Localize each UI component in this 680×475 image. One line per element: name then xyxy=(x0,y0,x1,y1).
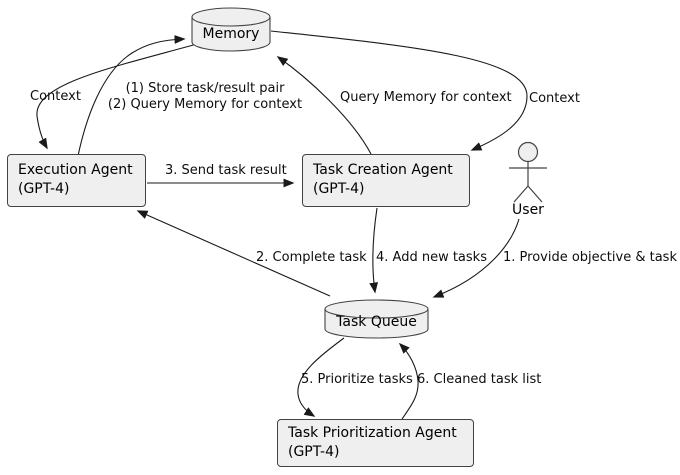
edge-query-memory-line xyxy=(276,56,372,155)
edge-label-query-memory: Query Memory for context xyxy=(340,90,512,105)
edge-label-store-and-query: (1) Store task/result pair (2) Query Mem… xyxy=(105,81,305,112)
execution-agent-node: Execution Agent (GPT-4) xyxy=(7,154,146,207)
task-creation-agent-node: Task Creation Agent (GPT-4) xyxy=(302,154,470,207)
edge-context-right-line xyxy=(270,30,528,151)
edge-label-add-new-tasks: 4. Add new tasks xyxy=(376,250,487,265)
memory-cylinder xyxy=(191,7,271,52)
edge-label-context-left: Context xyxy=(30,89,81,104)
task-queue-cylinder xyxy=(324,299,429,339)
edge-label-context-right: Context xyxy=(529,91,580,106)
task-queue-label: Task Queue xyxy=(336,314,417,330)
task-creation-agent-name: Task Creation Agent xyxy=(313,162,453,178)
edge-label-store-line2: (2) Query Memory for context xyxy=(107,96,303,112)
edge-label-prioritize-tasks: 5. Prioritize tasks xyxy=(301,372,413,387)
task-prioritization-agent-node: Task Prioritization Agent (GPT-4) xyxy=(277,419,474,467)
execution-agent-model: (GPT-4) xyxy=(18,180,70,197)
execution-agent-name: Execution Agent xyxy=(18,162,133,178)
edge-store-and-query-line xyxy=(77,35,186,157)
edge-label-provide-objective: 1. Provide objective & task xyxy=(503,250,677,265)
edge-add-new-tasks-line xyxy=(369,207,379,294)
edge-label-cleaned-task-list: 6. Cleaned task list xyxy=(417,372,542,387)
edge-context-left-line xyxy=(36,43,198,150)
edge-label-send-task-result: 3. Send task result xyxy=(165,163,287,178)
memory-label: Memory xyxy=(202,26,260,42)
edge-cleaned-task-list-line xyxy=(398,342,419,420)
edge-complete-task-line xyxy=(136,210,331,297)
edge-label-store-line1: (1) Store task/result pair xyxy=(125,81,285,96)
edge-provide-objective-line xyxy=(432,218,520,298)
user-actor-icon xyxy=(509,141,547,203)
user-label: User xyxy=(512,202,544,218)
task-creation-agent-model: (GPT-4) xyxy=(313,180,365,197)
task-prioritization-agent-model: (GPT-4) xyxy=(288,443,340,460)
edge-prioritize-tasks-line xyxy=(297,337,345,417)
edge-label-complete-task: 2. Complete task xyxy=(256,250,367,265)
task-prioritization-agent-name: Task Prioritization Agent xyxy=(288,425,457,441)
